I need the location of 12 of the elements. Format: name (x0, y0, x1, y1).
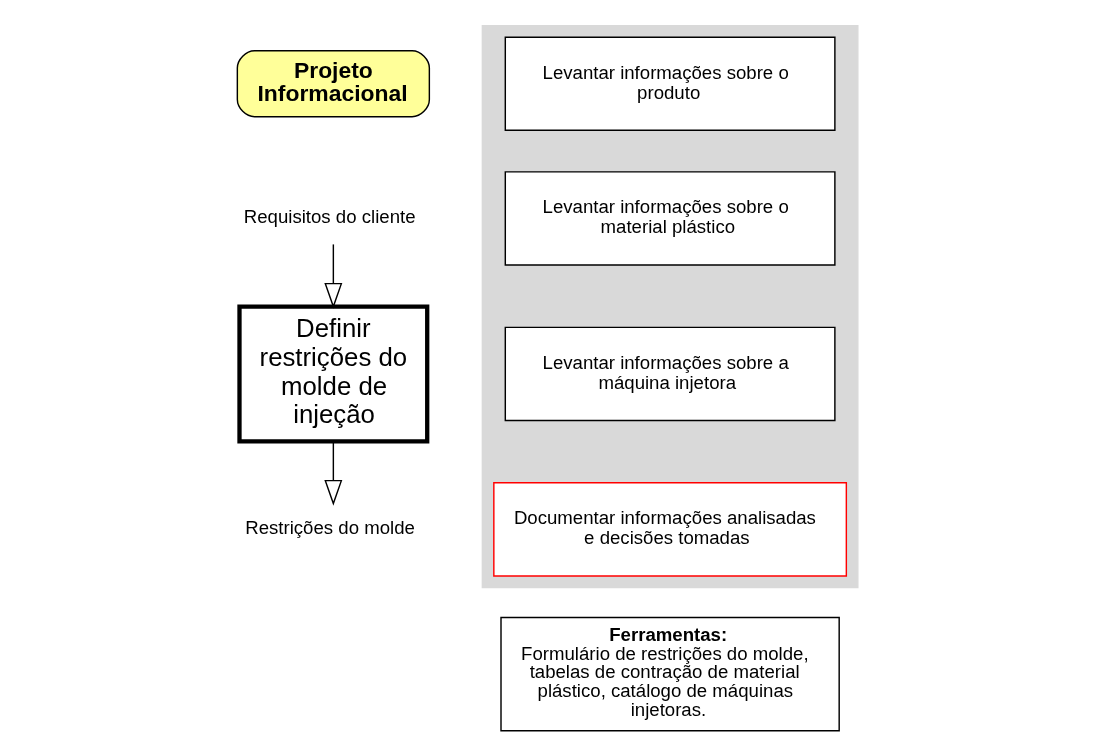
arrow (324, 440, 343, 506)
node-box: Levantar informações sobre o produto (504, 36, 836, 132)
node-box: Definir restrições do molde de injeção (237, 304, 430, 444)
arrow (324, 243, 343, 309)
node-box: Levantar informações sobre a máquina injetora (504, 326, 836, 422)
node-box: Ferramentas: Formulário de restrições do molde, tabelas de contração de material plástico, catálogo de máquinas injetoras. (500, 616, 840, 732)
node-box: Projeto Informacional (236, 50, 431, 118)
node-text: Restrições do molde (245, 517, 415, 539)
node-text: Requisitos do cliente (243, 206, 416, 228)
node-box: Documentar informações analisadas e decisões tomadas (493, 482, 848, 577)
cluster (481, 25, 859, 589)
node-box: Levantar informações sobre o material plástico (504, 171, 836, 266)
